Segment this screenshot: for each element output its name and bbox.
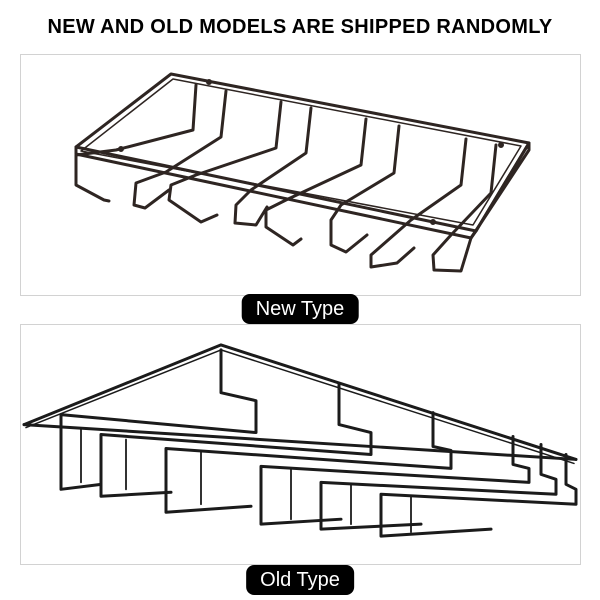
new-type-panel <box>20 54 581 296</box>
old-type-panel <box>20 324 581 565</box>
old-type-label: Old Type <box>246 565 354 595</box>
headline: NEW AND OLD MODELS ARE SHIPPED RANDOMLY <box>47 16 553 38</box>
old-type-rack-illustration <box>22 343 578 538</box>
new-type-label: New Type <box>241 294 359 324</box>
new-type-rack-illustration <box>74 72 531 273</box>
